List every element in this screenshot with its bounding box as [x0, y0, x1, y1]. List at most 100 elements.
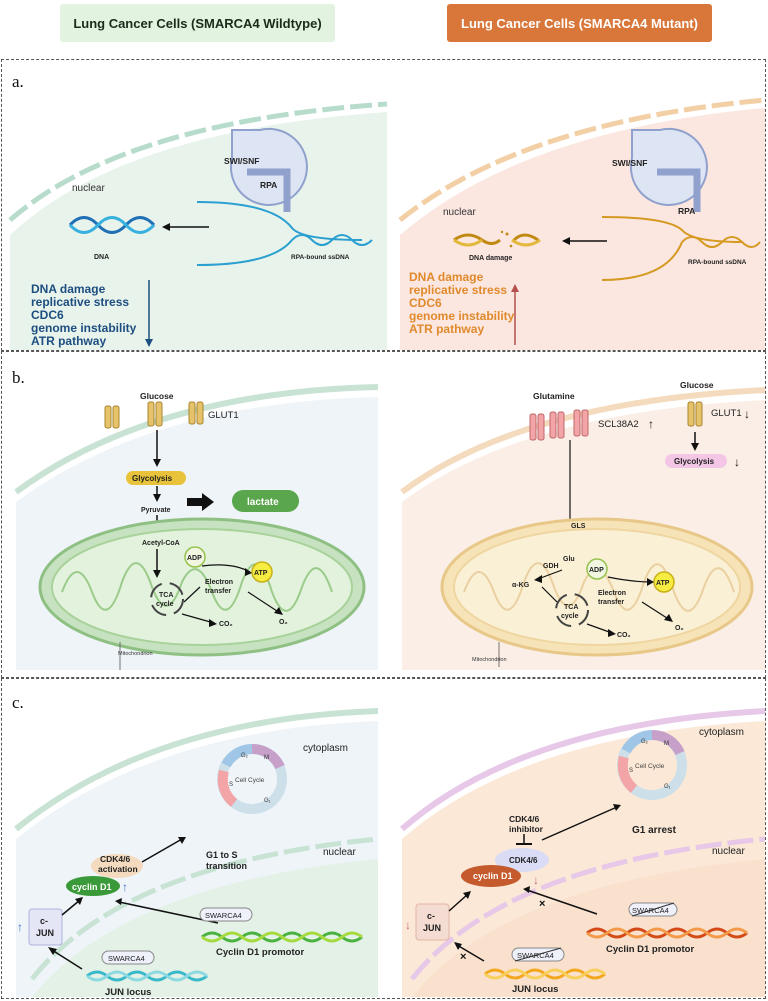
- panel-a-label: a.: [12, 72, 24, 91]
- cjun-label-right-2: JUN: [423, 923, 441, 933]
- glycolysis-label-right: Glycolysis: [674, 457, 715, 466]
- cdk46-inhibitor-line1: CDK4/6: [509, 814, 540, 824]
- promoter-cross-mark: ×: [539, 898, 545, 910]
- o2-label-right: O₂: [675, 625, 684, 632]
- panel-c-diagram: cytoplasm nuclear Cell Cycle G₂ M S G₁ C…: [14, 708, 765, 998]
- left-effect-2: CDC6: [31, 308, 64, 322]
- panel-a-diagram: nuclear SWI/SNF RPA DNA RPA-bound ssDNA …: [8, 97, 765, 350]
- left-nuclear-label: nuclear: [72, 183, 105, 194]
- left-rpa-label: RPA: [260, 180, 277, 190]
- panel-c: c.: [1, 678, 766, 999]
- glut1-label-left: GLUT1: [208, 410, 239, 421]
- scl38a2-up-arrow: ↑: [648, 417, 654, 431]
- cytoplasm-label-right: cytoplasm: [699, 727, 744, 738]
- jun-cross-mark: ×: [460, 951, 466, 963]
- cjun-label-left-1: c-: [40, 916, 48, 926]
- cycle-label-right: cycle: [561, 613, 579, 620]
- left-effect-3: genome instability: [31, 321, 137, 335]
- cjun-label-right-1: c-: [427, 911, 435, 921]
- cjun-down-arrow: ↓: [405, 918, 411, 932]
- cell-cycle-label-right: Cell Cycle: [635, 763, 665, 770]
- cell-cycle-label-left: Cell Cycle: [235, 777, 265, 784]
- left-effect-0: DNA damage: [31, 282, 106, 296]
- g1-label-left: G₁: [264, 798, 271, 804]
- electron-label-right: Electron: [598, 590, 626, 597]
- left-effect-4: ATR pathway: [31, 334, 106, 348]
- mitochondrion-label-left: Mitochondrion: [118, 651, 153, 657]
- glycolysis-down-arrow: ↓: [734, 455, 740, 469]
- right-effect-2: CDC6: [409, 296, 442, 310]
- wildtype-header: Lung Cancer Cells (SMARCA4 Wildtype): [60, 4, 335, 42]
- g1-label-right: G₁: [664, 784, 671, 790]
- panel-a: a.: [1, 59, 766, 351]
- scl38a2-label: SCL38A2: [598, 419, 639, 430]
- swarca4-jun-left: SWARCA4: [108, 954, 145, 963]
- o2-label-left: O₂: [279, 619, 288, 626]
- cdk46-activation-line1: CDK4/6: [100, 854, 131, 864]
- left-dna-label: DNA: [94, 254, 109, 261]
- s-label-left: S: [229, 782, 233, 788]
- right-effect-4: ATR pathway: [409, 322, 484, 336]
- panel-b-diagram: Glucose GLUT1 Glycolysis Pyruvate lactat…: [14, 380, 765, 670]
- cdk46-label-right: CDK4/6: [509, 856, 538, 865]
- right-nuclear-label: nuclear: [443, 207, 476, 218]
- lactate-label: lactate: [247, 497, 279, 508]
- m-label-left: M: [264, 755, 269, 761]
- left-ssdna-label: RPA-bound ssDNA: [291, 254, 350, 261]
- nuclear-label-c-right: nuclear: [712, 846, 745, 857]
- glycolysis-label-left: Glycolysis: [132, 474, 173, 483]
- panel-b-label: b.: [12, 368, 25, 387]
- jun-locus-right: JUN locus: [512, 984, 558, 995]
- panel-b: b.: [1, 351, 766, 678]
- right-swisnf-label: SWI/SNF: [612, 158, 647, 168]
- g1-arrest-label: G1 arrest: [632, 825, 677, 836]
- glut1-down-arrow: ↓: [744, 407, 750, 421]
- cytoplasm-label-left: cytoplasm: [303, 743, 348, 754]
- right-effect-1: replicative stress: [409, 283, 507, 297]
- swarca4-promoter-right: SWARCA4: [632, 906, 669, 915]
- adp-label-left: ADP: [187, 555, 202, 562]
- g2-label-right: G₂: [641, 739, 649, 745]
- adp-label-right: ADP: [589, 567, 604, 574]
- g2-label-left: G₂: [241, 753, 249, 759]
- m-label-right: M: [664, 741, 669, 747]
- cyclin-d1-promotor-right: Cyclin D1 promotor: [606, 944, 694, 955]
- panel-c-label: c.: [12, 693, 24, 712]
- cyclin-d1-label-right: cyclin D1: [473, 871, 513, 881]
- co2-label-left: CO₂: [219, 621, 233, 628]
- left-effect-1: replicative stress: [31, 295, 129, 309]
- acetyl-coa-label: Acetyl-CoA: [142, 540, 180, 547]
- akg-label: α-KG: [512, 582, 530, 589]
- swarca4-promoter-left: SWARCA4: [205, 911, 242, 920]
- glucose-label-left: Glucose: [140, 391, 174, 401]
- swarca4-jun-right: SWARCA4: [517, 951, 554, 960]
- pyruvate-label: Pyruvate: [141, 507, 171, 514]
- co2-label-right: CO₂: [617, 632, 631, 639]
- glucose-label-right: Glucose: [680, 380, 714, 390]
- transfer-label-right: transfer: [598, 599, 624, 606]
- glutamine-label: Glutamine: [533, 391, 575, 401]
- gls-label: GLS: [571, 523, 586, 530]
- jun-locus-left: JUN locus: [105, 987, 151, 998]
- cyclin-d1-label-left: cyclin D1: [72, 882, 112, 892]
- left-swisnf-label: SWI/SNF: [224, 156, 259, 166]
- cyclin-d1-up-arrow: ↑: [122, 880, 128, 894]
- cyclin-d1-promotor-left: Cyclin D1 promotor: [216, 947, 304, 958]
- glu-label: Glu: [563, 556, 575, 563]
- gdh-label: GDH: [543, 563, 559, 570]
- mitochondrion-label-right: Mitochondrion: [472, 657, 507, 663]
- right-effect-0: DNA damage: [409, 270, 484, 284]
- g1-to-s-line2: transition: [206, 861, 247, 871]
- tca-label-right: TCA: [564, 604, 578, 611]
- cdk46-activation-line2: activation: [98, 864, 138, 874]
- cdk46-inhibitor-line2: inhibitor: [509, 824, 544, 834]
- right-effect-3: genome instability: [409, 309, 515, 323]
- cyclin-d1-down-arrow: ↓: [533, 873, 539, 887]
- right-dna-damage-label: DNA damage: [469, 255, 512, 262]
- tca-label-left: TCA: [159, 592, 173, 599]
- mutant-header: Lung Cancer Cells (SMARCA4 Mutant): [447, 4, 712, 42]
- nuclear-label-c-left: nuclear: [323, 847, 356, 858]
- cjun-label-left-2: JUN: [36, 928, 54, 938]
- glut1-label-right: GLUT1: [711, 408, 742, 419]
- cjun-up-arrow: ↑: [17, 920, 23, 934]
